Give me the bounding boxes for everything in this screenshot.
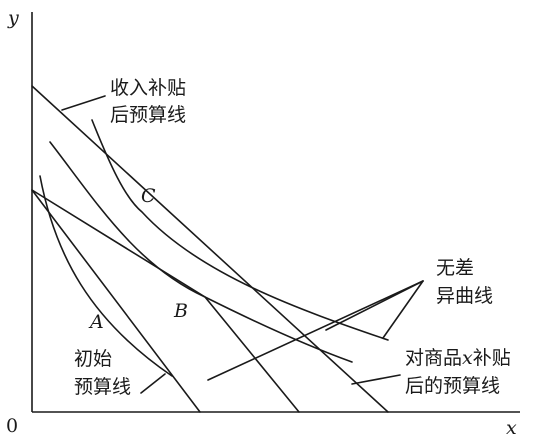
initial-budget-line [31,189,201,413]
initial-line-pointer [140,373,166,394]
initial-line-label-1: 初始 [74,348,112,370]
subsidy-x-budget-line [31,189,300,413]
point-b-label: B [173,300,188,322]
point-a-label: A [88,311,104,333]
indifference-pointer-high [382,280,424,339]
indifference-pointer-mid [325,280,424,331]
y-axis-label: y [7,7,19,29]
indifference-label-1: 无差 [436,257,474,279]
income-subsidy-budget-line [31,85,389,413]
indifference-label-2: 异曲线 [436,285,493,307]
income-line-label-1: 收入补贴 [110,77,186,99]
point-c-label: C [141,185,156,207]
indifference-curve-high [91,119,389,341]
subsidy-x-line-label-1: 对商品x补贴 [405,347,511,369]
income-line-label-2: 后预算线 [110,104,186,126]
indifference-pointer-low [207,280,424,381]
indifference-curve-mid [49,141,353,363]
income-line-pointer [61,95,106,111]
initial-line-label-2: 预算线 [74,376,131,398]
indifference-curve-low [39,175,173,377]
subsidy-x-line-label-2: 后的预算线 [405,375,500,397]
origin-label: 0 [6,415,18,437]
x-axis-label: x [506,417,517,439]
subsidy-x-line-pointer [351,374,401,385]
